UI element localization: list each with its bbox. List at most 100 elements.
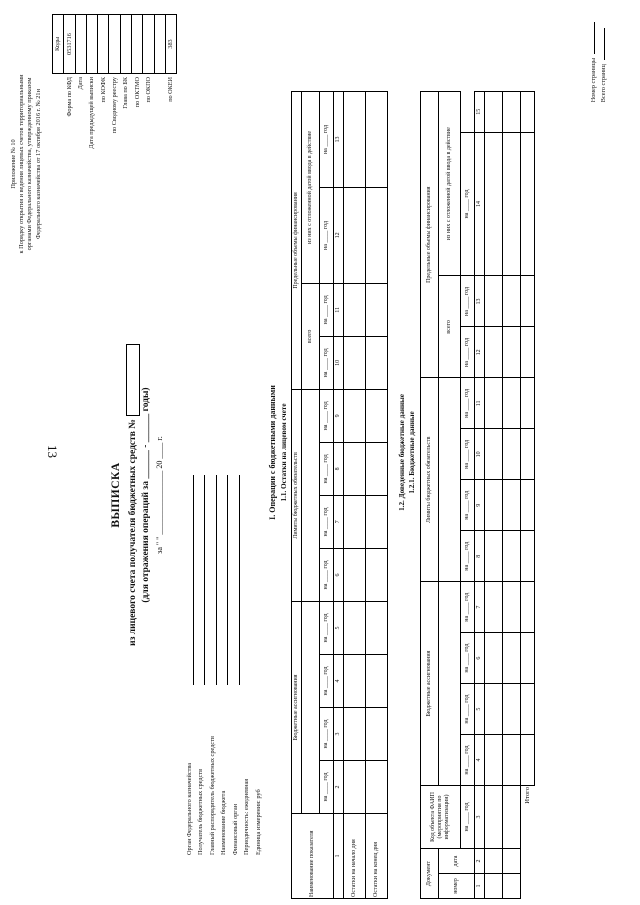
data-cell[interactable] — [365, 760, 388, 814]
header-field-line[interactable] — [219, 475, 228, 685]
data-cell[interactable] — [502, 785, 521, 849]
total-cell[interactable] — [520, 479, 535, 531]
data-cell[interactable] — [343, 760, 366, 814]
data-cell[interactable] — [365, 91, 388, 188]
data-cell[interactable] — [502, 632, 521, 684]
page-footer: Номер страницы Всего страниц — [590, 22, 608, 102]
data-cell[interactable] — [484, 428, 503, 480]
data-cell[interactable] — [502, 873, 521, 899]
data-cell[interactable] — [343, 389, 366, 443]
total-cell[interactable] — [520, 132, 535, 276]
codes-row: Дата предыдущей выписки — [86, 14, 98, 152]
column-number: 9 — [333, 389, 344, 443]
subtitle: из лицевого счета получателя бюджетных с… — [125, 285, 140, 705]
data-cell[interactable] — [484, 873, 503, 899]
codes-row-value[interactable] — [97, 14, 109, 74]
pages-total-field[interactable] — [604, 28, 606, 61]
codes-row-value[interactable]: 383 — [165, 14, 177, 74]
codes-row-value[interactable] — [108, 14, 121, 74]
codes-row-label: Форма по КФД — [65, 77, 73, 117]
codes-row: по ОКТМО — [131, 14, 143, 152]
total-cell[interactable] — [520, 683, 535, 735]
column-number: 13 — [474, 275, 485, 327]
data-cell[interactable] — [502, 479, 521, 531]
header-field-label: Наименование бюджета — [220, 790, 228, 855]
data-cell[interactable] — [343, 442, 366, 496]
data-cell[interactable] — [343, 283, 366, 337]
total-cell[interactable] — [520, 428, 535, 480]
data-cell[interactable] — [502, 428, 521, 480]
data-cell[interactable] — [365, 601, 388, 655]
data-cell[interactable] — [502, 683, 521, 735]
data-cell[interactable] — [484, 632, 503, 684]
data-cell[interactable] — [484, 479, 503, 531]
header-field-line[interactable] — [230, 475, 240, 685]
codes-row-value[interactable] — [131, 14, 143, 74]
account-number-box[interactable] — [125, 344, 140, 417]
data-cell[interactable] — [365, 654, 388, 708]
total-cell[interactable] — [520, 91, 535, 133]
header-field-line[interactable] — [207, 475, 217, 685]
total-cell[interactable] — [520, 275, 535, 327]
codes-row: Дата — [75, 14, 87, 152]
codes-row-value[interactable] — [154, 14, 166, 74]
codes-row-value[interactable] — [75, 14, 87, 74]
data-cell[interactable] — [502, 377, 521, 429]
t2-col-doc: Документ — [420, 848, 439, 899]
data-cell[interactable] — [343, 707, 366, 761]
data-cell[interactable] — [484, 132, 503, 276]
codes-row-label: Дата — [77, 77, 85, 90]
header-field-line[interactable] — [196, 475, 205, 685]
na-god-header: на ____ год — [319, 601, 334, 655]
data-cell[interactable] — [502, 848, 521, 874]
data-cell[interactable] — [365, 389, 388, 443]
data-cell[interactable] — [343, 548, 366, 602]
data-cell[interactable] — [343, 187, 366, 284]
data-cell[interactable] — [484, 683, 503, 735]
t1-col-lbo: Лимиты бюджетных обязательств — [291, 389, 302, 602]
data-cell[interactable] — [502, 91, 521, 133]
data-cell[interactable] — [365, 442, 388, 496]
total-cell[interactable] — [520, 326, 535, 378]
data-cell[interactable] — [343, 601, 366, 655]
total-cell[interactable] — [520, 734, 535, 786]
header-field-line[interactable] — [184, 475, 194, 685]
codes-row-value[interactable]: 0531716 — [63, 14, 76, 74]
data-cell[interactable] — [365, 548, 388, 602]
data-cell[interactable] — [343, 91, 366, 188]
data-cell[interactable] — [484, 734, 503, 786]
data-cell[interactable] — [365, 707, 388, 761]
data-cell[interactable] — [484, 377, 503, 429]
codes-row-value[interactable] — [142, 14, 155, 74]
data-cell[interactable] — [502, 132, 521, 276]
data-cell[interactable] — [484, 275, 503, 327]
total-cell[interactable] — [520, 530, 535, 582]
data-cell[interactable] — [343, 495, 366, 549]
data-cell[interactable] — [502, 581, 521, 633]
page-number-field[interactable] — [594, 22, 595, 54]
data-cell[interactable] — [365, 336, 388, 390]
data-cell[interactable] — [484, 581, 503, 633]
na-god-header: на ____ год — [460, 377, 475, 429]
data-cell[interactable] — [502, 734, 521, 786]
data-cell[interactable] — [502, 326, 521, 378]
data-cell[interactable] — [484, 848, 503, 874]
data-cell[interactable] — [365, 495, 388, 549]
data-cell[interactable] — [484, 785, 503, 849]
data-cell[interactable] — [343, 336, 366, 390]
data-cell[interactable] — [484, 530, 503, 582]
total-cell[interactable] — [520, 581, 535, 633]
data-cell[interactable] — [484, 91, 503, 133]
data-cell[interactable] — [502, 275, 521, 327]
data-cell[interactable] — [343, 654, 366, 708]
header-field-row: Финансовый орган — [228, 335, 240, 855]
data-cell[interactable] — [502, 530, 521, 582]
codes-row-value[interactable] — [120, 14, 132, 74]
total-cell[interactable] — [520, 632, 535, 684]
data-cell[interactable] — [484, 326, 503, 378]
t2-col-pof: Предельные объемы финансирования — [420, 91, 439, 378]
codes-row-value[interactable] — [86, 14, 98, 74]
total-cell[interactable] — [520, 377, 535, 429]
data-cell[interactable] — [365, 187, 388, 284]
data-cell[interactable] — [365, 283, 388, 337]
